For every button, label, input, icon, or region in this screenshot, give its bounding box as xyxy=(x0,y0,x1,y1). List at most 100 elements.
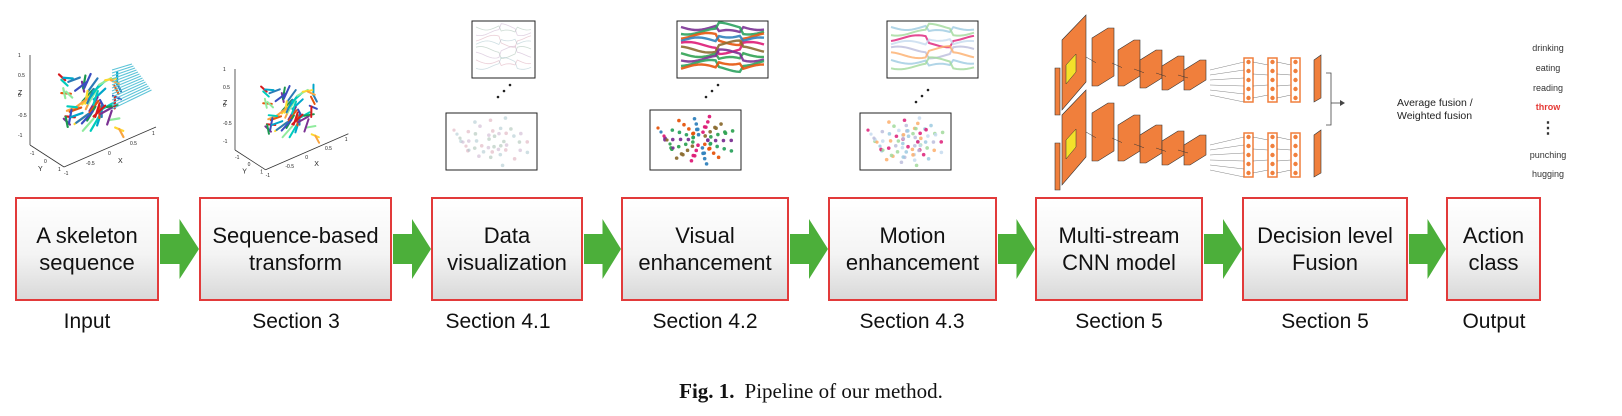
skeleton-stroke xyxy=(291,113,304,126)
skeleton-stroke xyxy=(64,115,69,129)
trajectory-dot xyxy=(682,122,686,127)
trajectory-dot xyxy=(687,127,691,131)
trajectory-dot xyxy=(892,124,896,129)
fc-connection xyxy=(1252,169,1269,174)
box-skeleton-sequence: A skeleton sequence xyxy=(15,197,159,301)
skeleton-stroke xyxy=(286,89,297,103)
ellipsis-dot xyxy=(704,95,708,99)
pipeline-arrow xyxy=(584,219,621,279)
trajectory-dot xyxy=(466,129,471,134)
trajectory-dot xyxy=(504,143,509,147)
cnn-filter xyxy=(1065,128,1077,160)
skeleton-stroke xyxy=(266,101,275,109)
skeleton-stroke xyxy=(275,121,289,131)
fc-neuron xyxy=(1270,152,1275,158)
cnn-connection xyxy=(1155,72,1167,77)
trajectory-dot xyxy=(911,131,915,136)
trajectory-dot xyxy=(678,137,683,142)
tick-label-z: 0 xyxy=(223,103,226,109)
fc-neuron xyxy=(1270,68,1275,74)
fc-connection xyxy=(1209,94,1245,103)
skeleton-stroke xyxy=(297,115,310,124)
skeleton-stroke xyxy=(111,65,134,74)
fc-neuron xyxy=(1293,161,1298,167)
trajectory-dot xyxy=(714,126,718,131)
tick-label-x: 0.5 xyxy=(325,146,332,152)
fc-connection xyxy=(1276,94,1292,99)
fc-connection xyxy=(1209,89,1245,95)
skeleton-stroke xyxy=(111,77,143,92)
cnn-connection xyxy=(1111,62,1123,68)
fc-connection xyxy=(1209,144,1245,151)
trajectory-line xyxy=(680,48,765,63)
fc-neuron xyxy=(1246,86,1251,92)
cnn-connection xyxy=(1177,74,1189,79)
tick-label-x: 0.5 xyxy=(130,141,137,147)
trajectory-dot xyxy=(901,155,906,159)
trajectory-line xyxy=(680,39,765,54)
trajectory-dot xyxy=(939,140,944,144)
trajectory-dot xyxy=(498,143,503,148)
skeleton-stroke xyxy=(281,125,294,139)
fc-neuron xyxy=(1246,170,1251,176)
trajectory-dot xyxy=(721,138,726,143)
cnn-connection xyxy=(1085,56,1097,64)
action-class-item: reading xyxy=(1532,83,1564,93)
box-data-visualization: Data visualization xyxy=(431,197,583,301)
trajectory-dot xyxy=(894,134,899,139)
trajectory-dot xyxy=(512,157,517,161)
trajectory-dot xyxy=(503,148,508,152)
skeleton-stroke xyxy=(86,77,99,93)
trajectory-dot xyxy=(716,155,721,160)
fc-neuron xyxy=(1246,134,1251,140)
trajectory-dot xyxy=(703,134,708,138)
trajectory-dot xyxy=(929,123,933,128)
box-sequence-transform: Sequence-based transform xyxy=(199,197,392,301)
section-label-3: Section 3 xyxy=(252,310,340,333)
trajectory-dot xyxy=(671,146,675,150)
trajectory-dot xyxy=(940,130,945,135)
tick-label-x: -0.5 xyxy=(86,161,95,167)
skeleton-stroke xyxy=(92,104,107,118)
trajectory-dot xyxy=(729,149,734,153)
skeleton-stroke xyxy=(111,81,146,98)
trajectory-dot xyxy=(707,147,711,151)
fc-connection xyxy=(1252,136,1269,141)
cnn-layer xyxy=(1091,27,1115,87)
trajectory-dot xyxy=(914,126,918,131)
ellipsis-dot xyxy=(920,94,924,98)
trajectory-line xyxy=(680,60,765,71)
box-label: Action class xyxy=(1462,223,1525,275)
trajectory-dot xyxy=(722,146,727,151)
trajectory-dot xyxy=(880,129,885,134)
cnn-layer xyxy=(1139,49,1163,89)
trajectory-dot xyxy=(709,135,713,139)
box-label: Motion enhancement xyxy=(845,223,980,275)
action-class-item: eating xyxy=(1535,63,1561,73)
trajectory-dot xyxy=(458,136,462,140)
trajectory-dot xyxy=(496,147,501,152)
trajectory-dot xyxy=(509,127,513,131)
skeleton-stroke xyxy=(66,105,78,109)
trajectory-dot xyxy=(692,116,697,121)
skeleton-stroke xyxy=(111,83,148,101)
cnn-streams-diagram xyxy=(1054,14,1345,191)
fc-connection xyxy=(1276,61,1292,66)
skeleton-stroke xyxy=(275,107,288,118)
box-multistream-cnn: Multi-stream CNN model xyxy=(1035,197,1203,301)
fc-neuron xyxy=(1246,152,1251,158)
trajectory-dot xyxy=(695,127,700,132)
skeleton-stroke xyxy=(314,134,321,144)
fc-neuron xyxy=(1293,143,1298,149)
fc-neuron xyxy=(1246,95,1251,101)
trajectory-dot xyxy=(900,145,905,150)
pipeline-arrows xyxy=(160,219,1446,279)
trajectory-dot xyxy=(899,160,904,165)
trajectory-dot xyxy=(665,138,669,142)
skeleton-stroke xyxy=(111,85,149,104)
trajectory-dot xyxy=(715,144,719,149)
box-label: Visual enhancement xyxy=(638,223,772,275)
fc-neuron xyxy=(1246,59,1251,65)
cnn-input xyxy=(1054,142,1061,191)
